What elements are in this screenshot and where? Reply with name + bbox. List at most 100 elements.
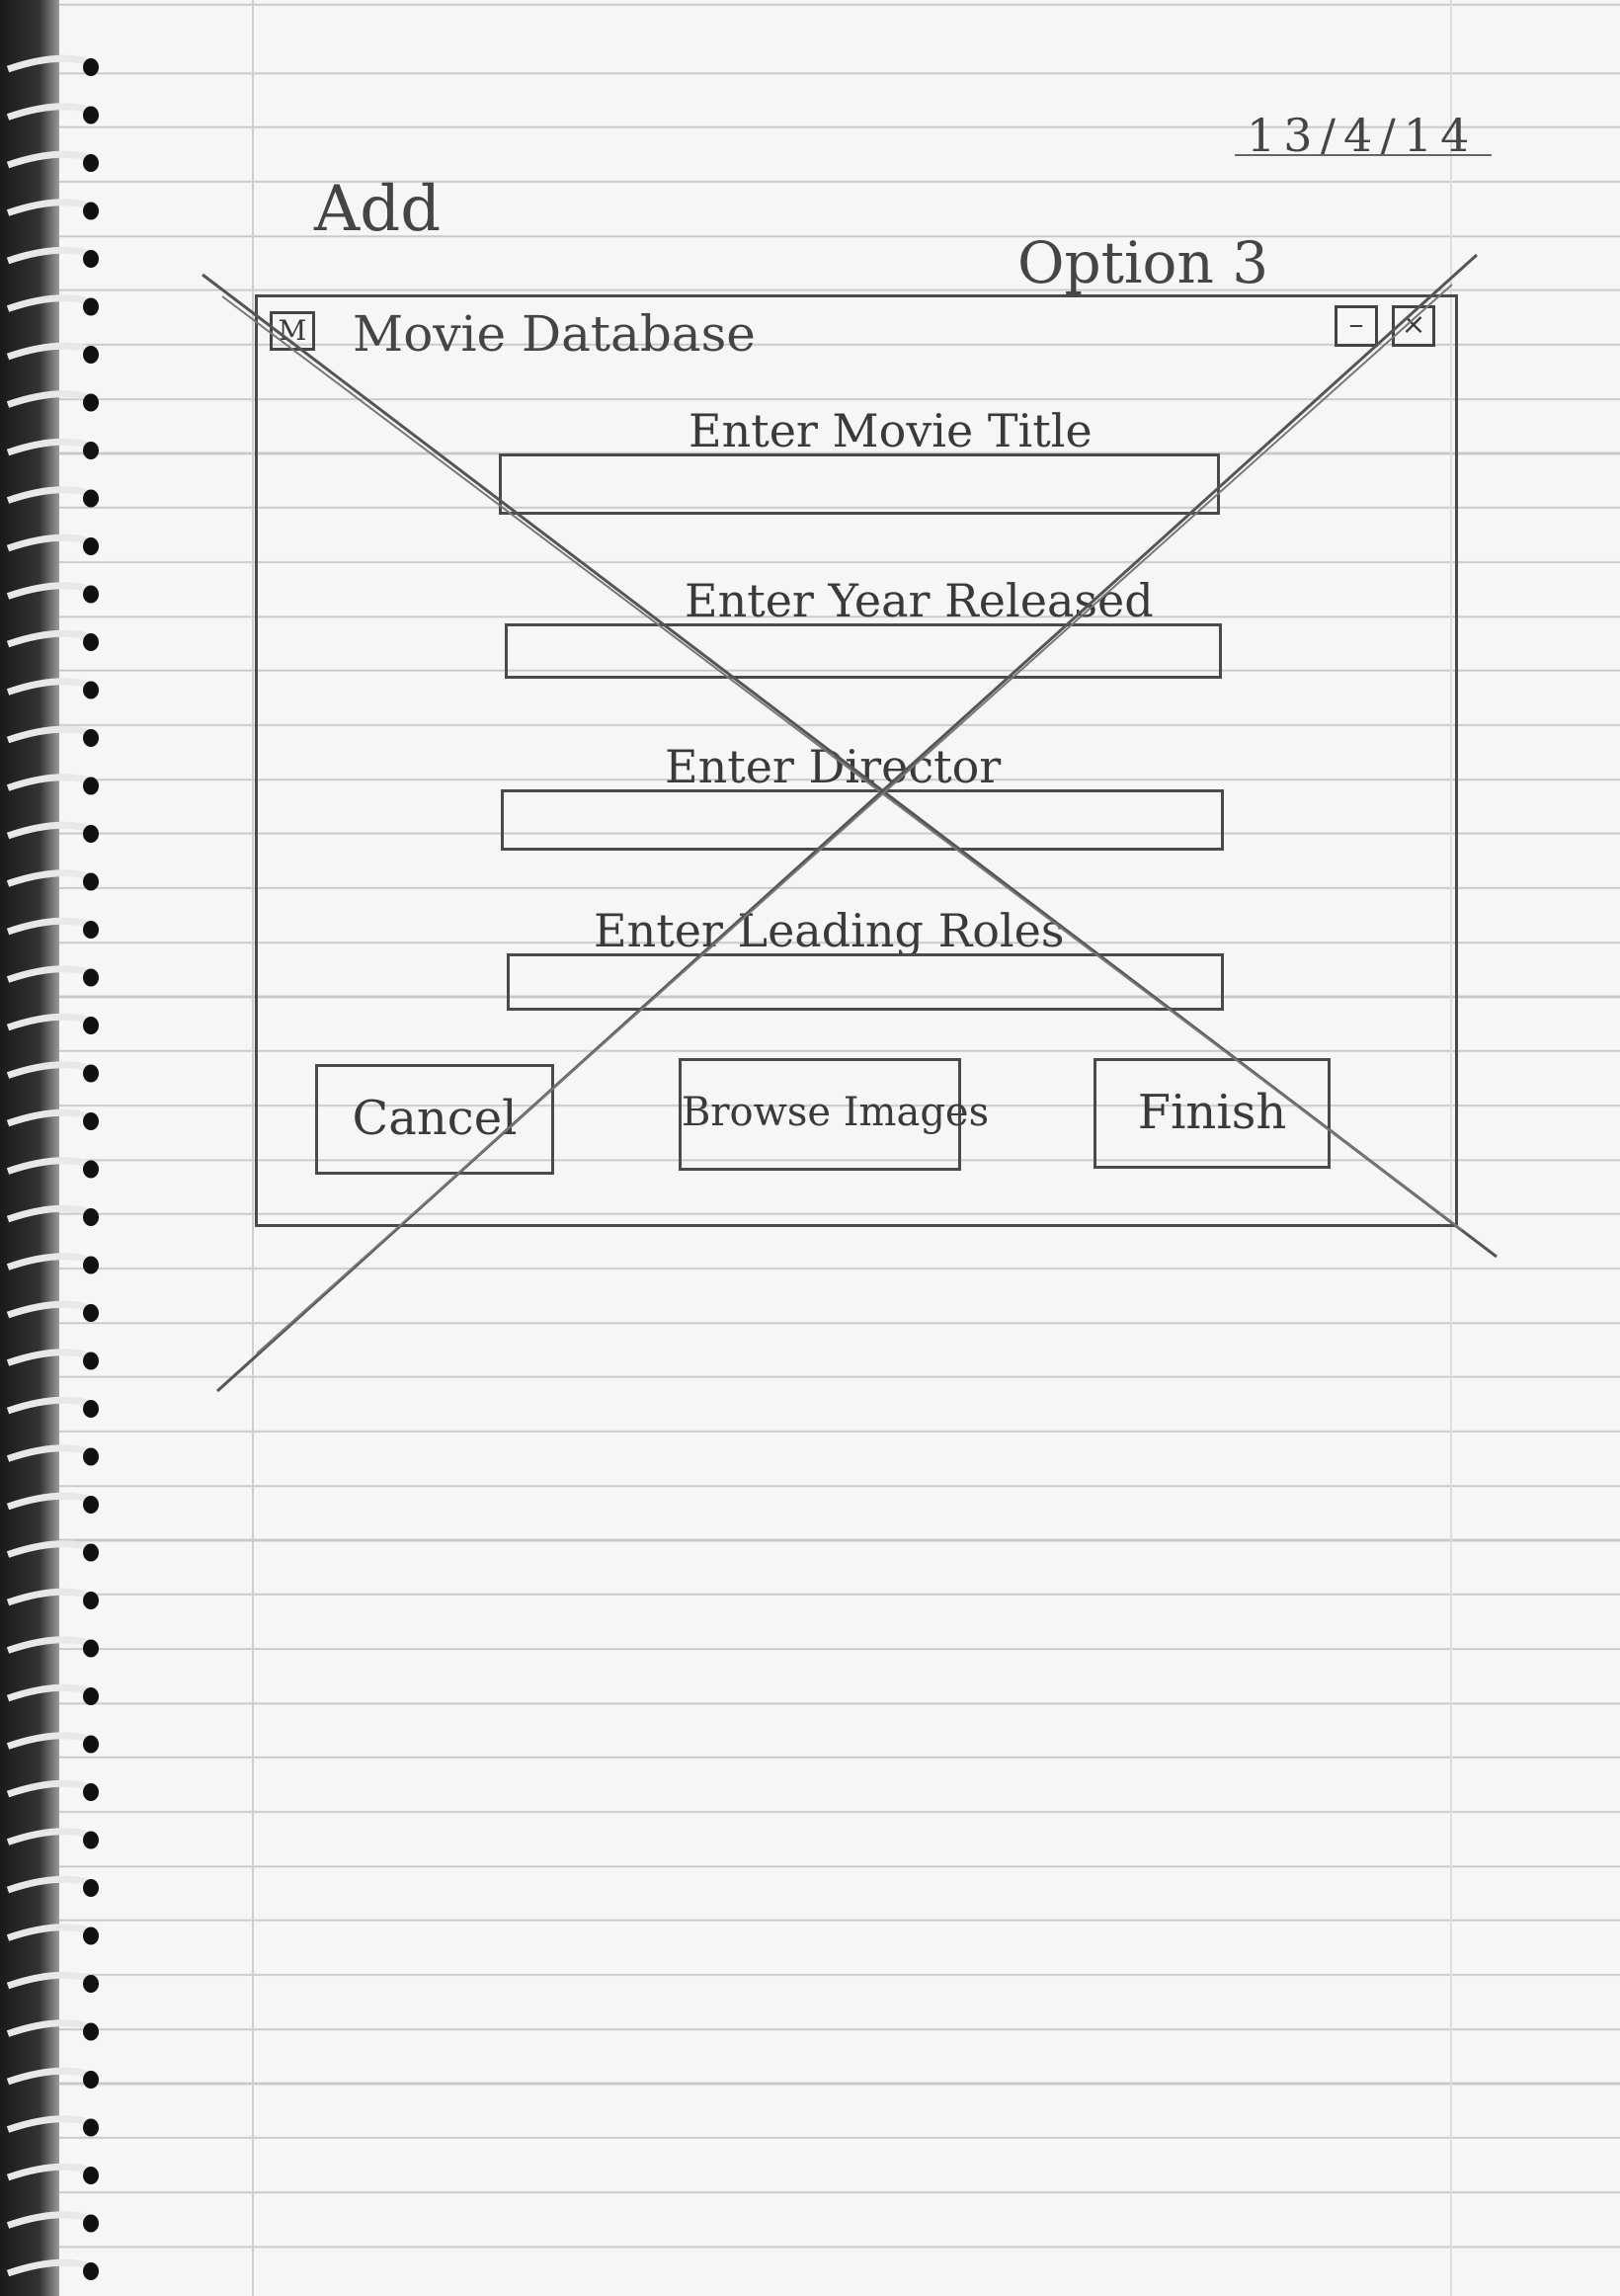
spiral-binding <box>0 0 59 2296</box>
spiral-coil <box>6 678 96 696</box>
spiral-coil <box>6 1013 96 1031</box>
browse-images-button[interactable]: Browse Images <box>679 1058 989 1171</box>
spiral-coil <box>6 2115 96 2133</box>
spiral-coil <box>6 2067 96 2086</box>
spiral-coil <box>6 1875 96 1894</box>
spiral-coil <box>6 54 96 73</box>
spiral-hole <box>83 1783 99 1801</box>
movie-database-window: M Movie Database – × Enter Movie Title E… <box>255 294 1458 1227</box>
spiral-coil <box>6 821 96 840</box>
spiral-hole <box>83 1592 99 1609</box>
spiral-hole <box>83 729 99 747</box>
spiral-hole <box>83 1112 99 1130</box>
spiral-hole <box>83 1735 99 1754</box>
leading-roles-label: Enter Leading Roles <box>594 904 1065 957</box>
spiral-hole <box>83 968 99 987</box>
spiral-coil <box>6 2258 96 2277</box>
year-released-input[interactable] <box>505 623 1222 679</box>
year-released-label: Enter Year Released <box>685 574 1154 627</box>
spiral-hole <box>83 1064 99 1083</box>
spiral-coil <box>6 1540 96 1558</box>
spiral-coil <box>6 1683 96 1702</box>
spiral-coil <box>6 1204 96 1223</box>
leading-roles-input[interactable] <box>507 953 1224 1011</box>
spiral-coil <box>6 2019 96 2037</box>
spiral-coil <box>6 103 96 121</box>
spiral-hole <box>83 106 99 124</box>
spiral-hole <box>83 2214 99 2233</box>
spiral-coil <box>6 246 96 265</box>
spiral-hole <box>83 346 99 364</box>
spiral-hole <box>83 1831 99 1849</box>
spiral-hole <box>83 1927 99 1945</box>
spiral-hole <box>83 585 99 604</box>
spiral-coil <box>6 1588 96 1606</box>
spiral-coil <box>6 1828 96 1845</box>
spiral-hole <box>83 1160 99 1179</box>
finish-button[interactable]: Finish <box>1094 1058 1331 1169</box>
spiral-coil <box>6 199 96 216</box>
spiral-hole <box>83 2262 99 2280</box>
spiral-coil <box>6 438 96 456</box>
spiral-hole <box>83 777 99 795</box>
movie-title-input[interactable] <box>499 453 1220 515</box>
spiral-coil <box>6 1779 96 1798</box>
spiral-coil <box>6 869 96 887</box>
minimize-button[interactable]: – <box>1335 305 1378 347</box>
margin-line <box>252 0 254 2296</box>
spiral-hole <box>83 2167 99 2184</box>
spiral-hole <box>83 489 99 508</box>
sketch-heading: Add <box>314 173 442 246</box>
spiral-coil <box>6 2211 96 2229</box>
spiral-coil <box>6 965 96 983</box>
spiral-hole <box>83 393 99 412</box>
spiral-hole <box>83 1304 99 1322</box>
spiral-coil <box>6 774 96 791</box>
spiral-hole <box>83 1208 99 1226</box>
spiral-hole <box>83 1352 99 1370</box>
sketch-date: 13/4/14 <box>1247 109 1478 162</box>
spiral-coil <box>6 1061 96 1079</box>
spiral-hole <box>83 2022 99 2041</box>
spiral-hole <box>83 202 99 220</box>
spiral-hole <box>83 1017 99 1034</box>
spiral-coil <box>6 1492 96 1511</box>
spiral-coil <box>6 629 96 648</box>
spiral-hole <box>83 1879 99 1897</box>
close-button[interactable]: × <box>1392 305 1435 347</box>
spiral-coils <box>6 54 99 2280</box>
spiral-coil <box>6 1924 96 1941</box>
spiral-hole <box>83 921 99 939</box>
spiral-coil <box>6 1396 96 1415</box>
option-label: Option 3 <box>1017 229 1269 296</box>
director-input[interactable] <box>501 789 1224 851</box>
spiral-hole <box>83 154 99 172</box>
date-underline <box>1235 154 1492 156</box>
spiral-hole <box>83 1639 99 1658</box>
cancel-button[interactable]: Cancel <box>315 1064 554 1175</box>
spiral-hole <box>83 297 99 316</box>
spiral-hole <box>83 1975 99 1993</box>
spiral-coil <box>6 342 96 361</box>
spiral-hole <box>83 2071 99 2089</box>
title-bar: M Movie Database – × <box>258 297 1455 369</box>
spiral-coil <box>6 917 96 936</box>
spiral-hole <box>83 1447 99 1466</box>
spiral-coil <box>6 390 96 408</box>
spiral-hole <box>83 1687 99 1705</box>
spiral-coil <box>6 1636 96 1654</box>
spiral-coil <box>6 486 96 504</box>
director-label: Enter Director <box>665 740 1002 793</box>
spiral-coil <box>6 1157 96 1175</box>
spiral-coil <box>6 1349 96 1366</box>
spiral-hole <box>83 442 99 459</box>
spiral-hole <box>83 537 99 555</box>
spiral-hole <box>83 825 99 843</box>
spiral-hole <box>83 681 99 699</box>
spiral-coil <box>6 725 96 744</box>
spiral-coil <box>6 1971 96 1990</box>
spiral-coil <box>6 1732 96 1750</box>
spiral-hole <box>83 1256 99 1274</box>
spiral-coil <box>6 1108 96 1127</box>
spiral-hole <box>83 1543 99 1562</box>
